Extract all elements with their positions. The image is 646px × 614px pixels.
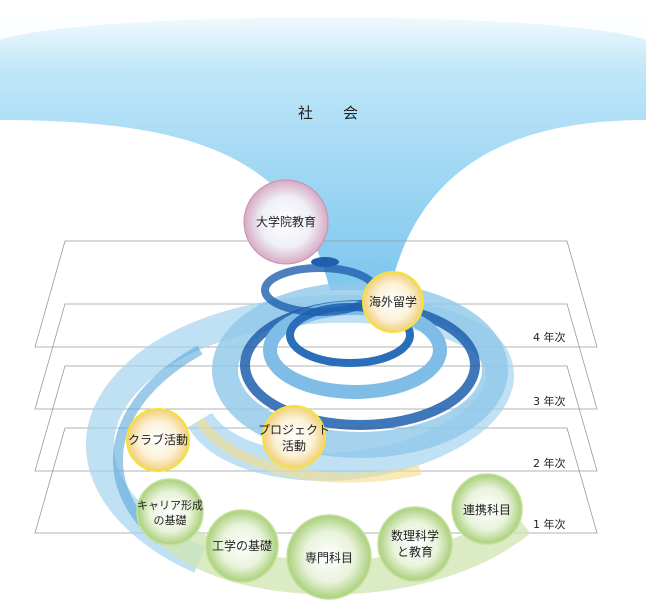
plane-year-1 [34, 427, 598, 534]
cooperative-label: 連携科目 [463, 502, 511, 517]
career-label-2: の基礎 [154, 514, 187, 527]
project-node: プロジェクト 活動 [258, 405, 330, 469]
plane-year-2 [34, 365, 598, 472]
major-label: 専門科目 [305, 551, 353, 565]
graduate-education-node: 大学院教育 [243, 179, 329, 265]
club-node: クラブ活動 [126, 408, 190, 472]
math-science-node: 数理科学 と教育 [377, 506, 453, 582]
career-label-1: キャリア形成 [137, 499, 203, 512]
year-label-2: 2 年次 [533, 456, 566, 470]
project-label-2: 活動 [282, 439, 306, 453]
study-abroad-node: 海外留学 [362, 271, 424, 333]
cooperative-node: 連携科目 [451, 473, 523, 545]
project-label-1: プロジェクト [258, 423, 330, 437]
math-science-label-1: 数理科学 [391, 528, 439, 543]
graduate-label: 大学院教育 [256, 214, 316, 229]
club-label: クラブ活動 [128, 432, 188, 447]
career-node: キャリア形成 の基礎 [136, 478, 204, 546]
year-label-3: 3 年次 [533, 394, 566, 408]
society-sky [0, 0, 646, 290]
engineering-basics-label: 工学の基礎 [212, 538, 272, 553]
major-node: 専門科目 [286, 514, 372, 600]
year-label-4: 4 年次 [533, 330, 566, 344]
engineering-basics-node: 工学の基礎 [205, 509, 279, 583]
plane-year-4 [34, 240, 598, 348]
year-label-1: 1 年次 [533, 517, 566, 531]
math-science-label-2: と教育 [397, 544, 433, 559]
society-title: 社 会 [298, 104, 358, 122]
study-abroad-label: 海外留学 [369, 294, 417, 309]
